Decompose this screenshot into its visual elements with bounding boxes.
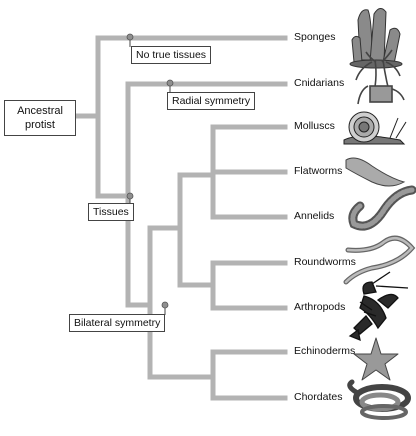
sponge-icon [349,8,403,69]
lobster-icon [348,271,409,342]
snail-icon [343,111,407,145]
trait-no-true-tissues: No true tissues [131,46,212,64]
trait-marker-radial [166,79,174,87]
taxon-label-chordates: Chordates [294,391,343,403]
taxon-label-molluscs: Molluscs [294,120,335,132]
taxon-label-arthropods: Arthropods [294,301,346,313]
trait-tissues: Tissues [88,203,134,221]
taxon-label-roundworms: Roundworms [294,256,356,268]
starfish-icon [353,337,399,381]
taxon-label-annelids: Annelids [294,210,335,222]
snake-icon [347,379,411,420]
root-ancestral-protist: Ancestral protist [4,100,76,136]
taxon-label-sponges: Sponges [294,31,336,43]
trait-bilateral-symmetry: Bilateral symmetry [69,314,166,332]
taxon-label-echinoderms: Echinoderms [294,345,356,357]
roundworm-icon [343,235,416,285]
trait-marker-no-tissues [126,33,134,41]
annelid-icon [348,185,416,231]
taxon-label-flatworms: Flatworms [294,165,343,177]
trait-radial-symmetry: Radial symmetry [167,92,256,110]
flatworm-icon [345,157,406,187]
root-label-line1: Ancestral [17,105,63,117]
root-label-line2: protist [25,119,55,131]
cnidarian-icon [355,49,405,105]
trait-marker-bilateral [161,301,169,309]
trait-marker-tissues [126,192,134,200]
taxon-label-cnidarians: Cnidarians [294,77,345,89]
